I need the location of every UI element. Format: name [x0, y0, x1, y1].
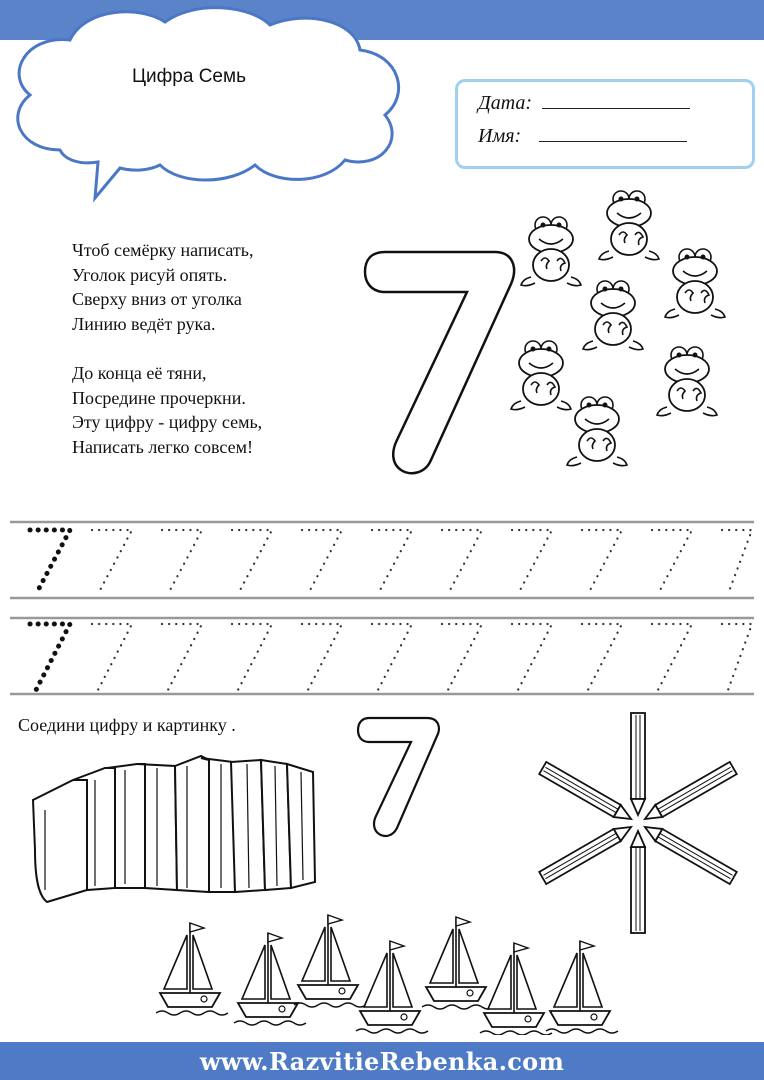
name-field[interactable] [539, 125, 688, 142]
frog-icon [520, 216, 582, 287]
date-field[interactable] [542, 92, 691, 109]
frog-icon [582, 280, 644, 351]
poem-stanza-1: Чтоб семёрку написать, Уголок рисуй опят… [72, 238, 262, 336]
frogs-group [510, 190, 726, 467]
poem-line: Написать легко совсем! [72, 436, 253, 457]
sailboat-icon [421, 916, 495, 1010]
poem-line: Сверху вниз от уголка [72, 289, 242, 309]
sailboats-group[interactable] [140, 905, 620, 1035]
poem-line: Посредине прочеркни. [72, 387, 246, 408]
frog-icon [510, 340, 572, 411]
poem: Чтоб семёрку написать, Уголок рисуй опят… [72, 238, 262, 484]
small-digit-seven[interactable] [355, 710, 445, 840]
sailboat-icon [355, 940, 429, 1034]
pencils-icon[interactable] [520, 705, 760, 935]
big-digit-seven [363, 250, 516, 475]
sailboat-icon [233, 932, 307, 1026]
task-instruction: Соедини цифру и картинку . [18, 715, 236, 735]
tracing-row-2[interactable] [27, 621, 754, 693]
info-box: Дата: Имя: [455, 79, 755, 169]
name-row: Имя: [478, 125, 688, 148]
footer-band [0, 1042, 764, 1080]
sailboat-icon [545, 940, 619, 1034]
date-label: Дата: [478, 92, 533, 114]
poem-line: Эту цифру - цифру семь, [72, 412, 263, 432]
poem-stanza-2: До конца её тяни, Посредине прочеркни. Э… [72, 361, 262, 459]
frog-icon [598, 190, 660, 261]
website-link[interactable]: www.RazvitieRebenka.com [199, 1047, 565, 1076]
poem-line: Чтоб семёрку написать, [72, 240, 254, 260]
sailboat-icon [155, 922, 229, 1016]
frog-icon [664, 248, 726, 319]
sailboat-icon [479, 942, 553, 1035]
frog-icon [566, 396, 628, 467]
name-label: Имя: [478, 125, 522, 147]
date-row: Дата: [478, 92, 691, 115]
tracing-area [10, 520, 754, 696]
frog-icon [656, 346, 718, 417]
speech-cloud [16, 6, 401, 203]
poem-line: Уголок рисуй опять. [72, 264, 228, 285]
books-icon[interactable] [25, 750, 320, 905]
poem-line: До конца её тяни, [72, 363, 207, 383]
page-title: Цифра Семь [132, 66, 246, 87]
sailboat-icon [293, 914, 367, 1008]
poem-line: Линию ведёт рука. [72, 313, 216, 334]
tracing-row-1[interactable] [27, 527, 754, 597]
